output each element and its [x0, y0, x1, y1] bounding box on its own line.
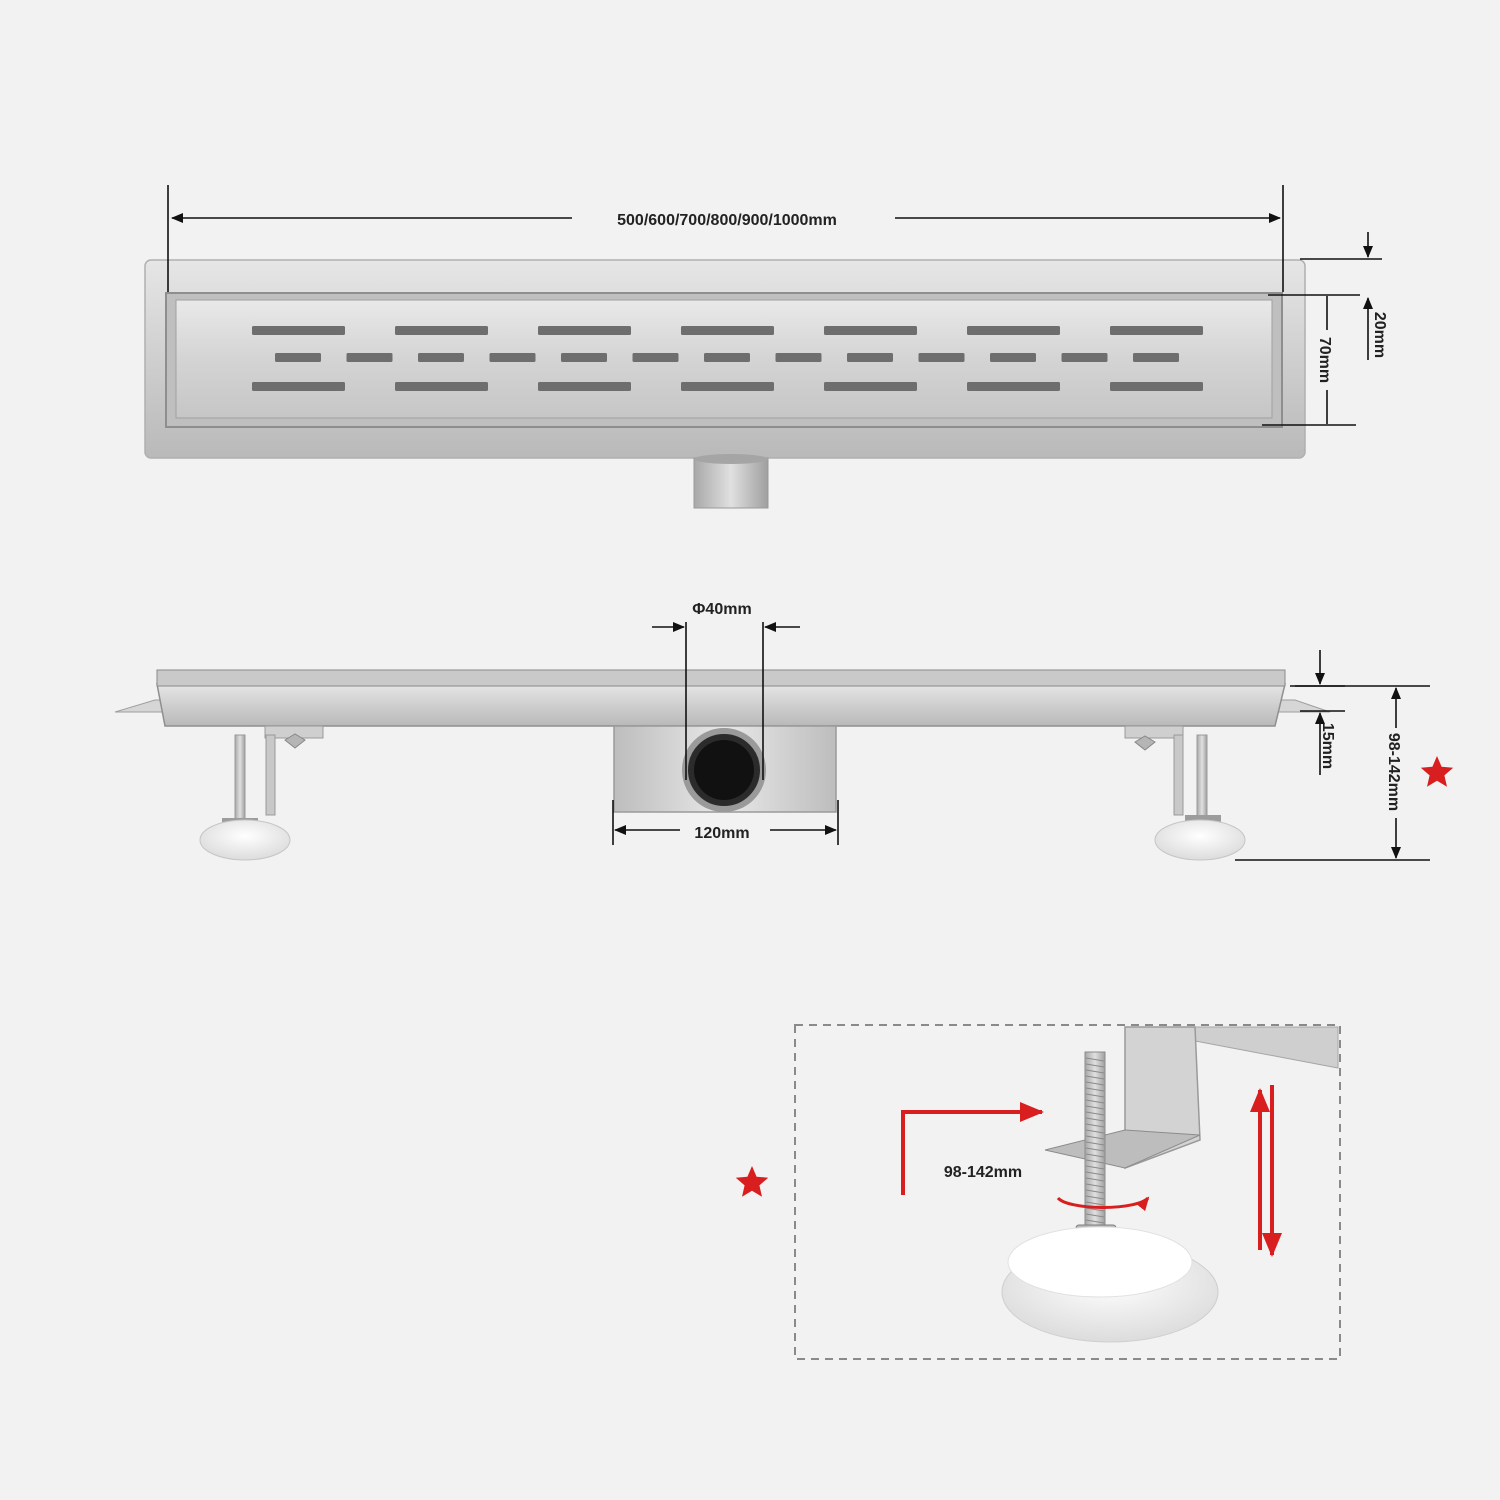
grate-slot	[824, 382, 917, 391]
flange-depth-label: 15mm	[1319, 723, 1336, 769]
grate-slot	[847, 353, 893, 362]
grate-slot	[275, 353, 321, 362]
grate-slot	[990, 353, 1036, 362]
star-icon	[1420, 756, 1454, 787]
grate-slot	[632, 353, 679, 362]
grate-width-label: 70mm	[1316, 337, 1333, 383]
adjustable-height-dimension: 98-142mm	[1235, 685, 1430, 861]
grate-width-dimension: 70mm	[1262, 294, 1360, 426]
grate-slot	[681, 382, 774, 391]
side-channel-rim	[156, 669, 1286, 687]
adjust-arrow-icon	[901, 1102, 1044, 1195]
grate-slot	[918, 353, 965, 362]
grate-slot	[967, 326, 1060, 335]
grate-slots	[252, 326, 1203, 391]
top-view-drain	[144, 259, 1306, 509]
bolt-threads	[1085, 1057, 1105, 1224]
box-width-label: 120mm	[694, 825, 749, 842]
outlet-pipe-inner	[694, 740, 754, 800]
right-support-leg	[1124, 725, 1246, 861]
outlet-diameter-label: Φ40mm	[692, 601, 751, 618]
grate-slot	[1110, 326, 1203, 335]
grate-slot	[1061, 353, 1108, 362]
flange-height-dimension: 20mm	[1300, 232, 1388, 360]
grate-slot	[395, 382, 488, 391]
grate-slot	[824, 326, 917, 335]
outlet-pipe-rim	[694, 454, 768, 464]
outlet-diameter-dimension: Φ40mm	[652, 601, 800, 780]
flange-height-label: 20mm	[1371, 312, 1388, 358]
grate-slot	[1110, 382, 1203, 391]
grate-slot	[1133, 353, 1179, 362]
outlet-pipe-top	[693, 457, 769, 509]
grate-slot	[967, 382, 1060, 391]
grate-slot	[346, 353, 393, 362]
star-icon	[735, 1166, 769, 1197]
detail-foot-top	[1007, 1226, 1193, 1298]
right-foot	[1154, 819, 1246, 861]
grate-slot	[418, 353, 464, 362]
detail-height-label: 98-142mm	[944, 1164, 1022, 1181]
grate-slot	[538, 382, 631, 391]
box-width-dimension: 120mm	[612, 800, 839, 845]
length-dimension: 500/600/700/800/900/1000mm	[167, 185, 1284, 292]
length-label: 500/600/700/800/900/1000mm	[617, 212, 837, 229]
left-support-leg	[199, 725, 324, 861]
grate-slot	[538, 326, 631, 335]
side-channel	[156, 683, 1286, 727]
adjustable-height-label: 98-142mm	[1385, 733, 1402, 811]
grate-slot	[252, 382, 345, 391]
grate-slot	[775, 353, 822, 362]
side-view-drain	[114, 669, 1331, 861]
grate-slot	[395, 326, 488, 335]
grate-slot	[704, 353, 750, 362]
left-foot	[199, 819, 291, 861]
grate-slot	[252, 326, 345, 335]
grate-slot	[561, 353, 607, 362]
leg-detail-inset: 98-142mm	[794, 1024, 1341, 1360]
rotation-arrow-icon	[1056, 1196, 1150, 1212]
grate-slot	[681, 326, 774, 335]
grate-slot	[489, 353, 536, 362]
